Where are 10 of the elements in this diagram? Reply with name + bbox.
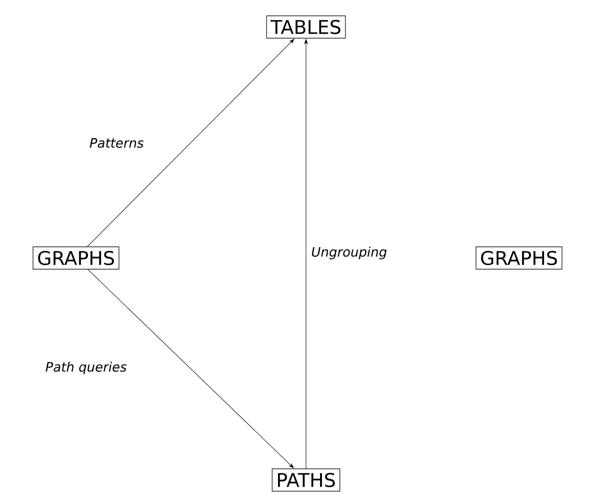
arrow: [87, 38, 294, 247]
label-box: GRAPHS: [32, 246, 120, 270]
arrow: [88, 269, 294, 468]
label-box: PATHS: [272, 468, 340, 492]
label-box: GRAPHS: [476, 246, 562, 270]
edge-label: Patterns: [90, 138, 144, 148]
edge-label: Path queries: [46, 362, 127, 374]
edge-label: Ungrouping: [312, 246, 387, 260]
arrow: [304, 39, 308, 469]
label-box: TABLES: [266, 16, 346, 38]
